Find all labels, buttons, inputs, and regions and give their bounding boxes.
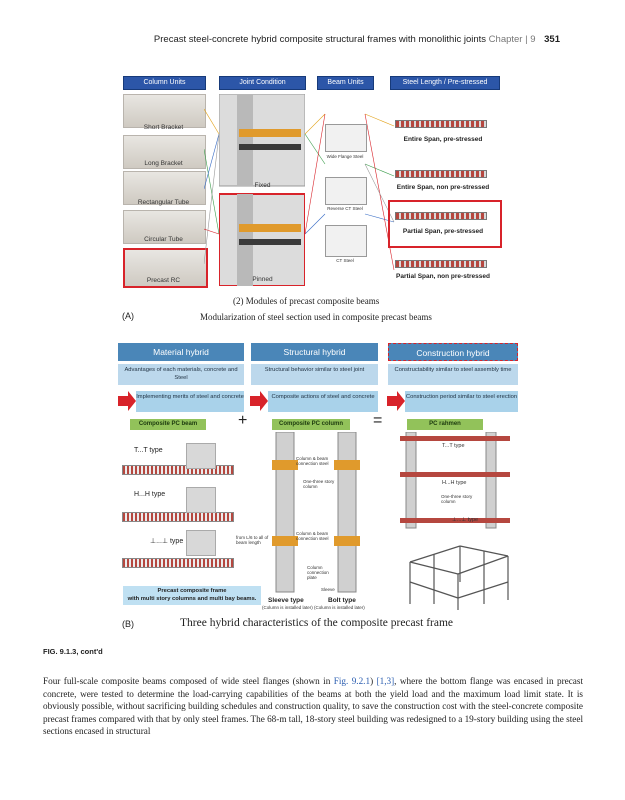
rahmen-type-label: ⊥...⊥ type	[452, 517, 479, 523]
hybrid-row-2: Implementing merits of steel and concret…	[136, 391, 244, 412]
steel-bar-graphic	[395, 120, 487, 128]
header-column-units: Column Units	[123, 76, 206, 90]
beam-unit-image	[325, 177, 367, 205]
steel-option-label: Partial Span, non pre-stressed	[396, 273, 490, 280]
joint-pinned-label: Pinned	[252, 276, 273, 283]
joint-fixed-label: Fixed	[254, 182, 271, 189]
beam-section-image	[186, 530, 216, 556]
column-unit-label: Long Bracket	[144, 160, 183, 167]
hybrid-column-title: Material hybrid	[118, 343, 244, 361]
rahmen-type-label: One-three story column	[441, 494, 473, 504]
figure-label: FIG. 9.1.3, cont'd	[43, 647, 103, 656]
column-unit-label: Short Bracket	[143, 124, 184, 131]
beam-type-label: T...T type	[134, 447, 163, 454]
tag-composite-pc-beam: Composite PC beam	[130, 419, 206, 430]
hybrid-column-title: Structural hybrid	[251, 343, 378, 361]
column-unit-image-highlighted	[123, 248, 208, 288]
body-paragraph: Four full-scale composite beams composed…	[43, 675, 583, 738]
bolt-type-label: Bolt type	[328, 597, 356, 604]
panel-b-label: (B)	[122, 619, 134, 629]
running-title: Precast steel-concrete hybrid composite …	[153, 34, 487, 45]
steel-bar-graphic	[395, 212, 487, 220]
steel-bar-graphic	[395, 260, 487, 268]
panel-a-label: (A)	[122, 311, 134, 321]
beam-unit-image	[325, 124, 367, 152]
beam-section-image	[186, 487, 216, 513]
beam-type-label: H...H type	[134, 491, 166, 498]
beam-unit-label: CT Steel	[336, 258, 354, 263]
red-arrow-icon	[250, 391, 268, 411]
column-unit-image	[123, 210, 206, 244]
header-steel-length: Steel Length / Pre-stressed	[390, 76, 500, 90]
beam-graphic	[122, 558, 234, 568]
column-note: Sleeve	[321, 587, 335, 592]
figure-reference-link[interactable]: Fig. 9.2.1	[333, 676, 371, 686]
hybrid-row-1: Structural behavior similar to steel joi…	[251, 364, 378, 385]
body-text-part: )	[370, 676, 377, 686]
sleeve-type-label: Sleeve type	[268, 597, 304, 604]
body-text-part: , where the bottom flange was encased in…	[43, 676, 583, 737]
beam-note: from L/6 to all of beam length	[236, 535, 269, 545]
tag-composite-pc-column: Composite PC column	[272, 419, 350, 430]
citation-link[interactable]: [1,3]	[376, 676, 395, 686]
header-beam-units: Beam Units	[317, 76, 374, 90]
steel-option-highlight	[388, 200, 502, 248]
beam-unit-label: Wide Flange Steel	[326, 154, 364, 159]
beam-unit-image	[325, 225, 367, 257]
steel-option-label: Entire Span, pre-stressed	[403, 136, 483, 143]
body-text-part: Four full-scale composite beams composed…	[43, 676, 334, 686]
column-note: Column & beam connection steel	[296, 456, 329, 466]
hybrid-row-2: Construction period similar to steel ere…	[405, 391, 518, 412]
composite-column-graphic	[272, 432, 360, 593]
panel-a-caption: Modularization of steel section used in …	[200, 312, 432, 322]
connector-lines	[204, 108, 395, 271]
column-unit-label: Rectangular Tube	[137, 199, 190, 206]
beam-type-label: ⊥...⊥ type	[150, 538, 184, 545]
running-header: Precast steel-concrete hybrid composite …	[0, 34, 560, 45]
frame-note-line: with multi story columns and multi bay b…	[127, 596, 257, 602]
tag-pc-rahmen: PC rahmen	[407, 419, 483, 430]
panel-b-caption: Three hybrid characteristics of the comp…	[180, 617, 454, 629]
frame-note-line: Precast composite frame	[157, 588, 227, 594]
beam-graphic	[122, 465, 234, 475]
beam-unit-label: Reverse CT Steel	[327, 206, 363, 211]
chapter-label: Chapter | 9	[488, 34, 536, 45]
column-note: Column & beam connection steel	[296, 531, 329, 541]
panel-a-subcaption: (2) Modules of precast composite beams	[233, 296, 380, 306]
column-note: Column connection plate	[307, 565, 329, 580]
red-arrow-icon	[118, 391, 136, 411]
column-unit-label: Circular Tube	[144, 236, 183, 243]
page-number: 351	[544, 34, 560, 45]
hybrid-column-title: Construction hybrid	[388, 343, 518, 361]
column-unit-image	[123, 94, 206, 128]
equals-sign: =	[373, 412, 383, 429]
column-note: One-three story column	[303, 479, 335, 489]
plus-sign: +	[238, 412, 248, 429]
column-unit-label: Precast RC	[146, 277, 181, 284]
hybrid-row-2: Composite actions of steel and concrete	[268, 391, 378, 412]
beam-graphic	[122, 512, 234, 522]
hybrid-row-1: Advantages of each materials, concrete a…	[118, 364, 244, 385]
steel-option-label: Entire Span, non pre-stressed	[396, 184, 490, 191]
column-unit-image	[123, 135, 206, 169]
install-note: (Column is installed later) (Column is i…	[262, 605, 365, 610]
joint-condition-graphic	[219, 94, 305, 286]
beam-section-image	[186, 443, 216, 469]
frame-note: Precast composite frame with multi story…	[123, 586, 261, 605]
header-joint-condition: Joint Condition	[219, 76, 306, 90]
hybrid-row-1: Constructability similar to steel assemb…	[388, 364, 518, 385]
rahmen-type-label: T...T type	[442, 443, 465, 449]
pc-rahmen-graphic	[400, 432, 510, 610]
column-unit-image	[123, 171, 206, 205]
steel-bar-graphic	[395, 170, 487, 178]
red-arrow-icon	[387, 391, 405, 411]
steel-option-label: Partial Span, pre-stressed	[402, 228, 484, 235]
rahmen-type-label: H...H type	[442, 480, 467, 486]
